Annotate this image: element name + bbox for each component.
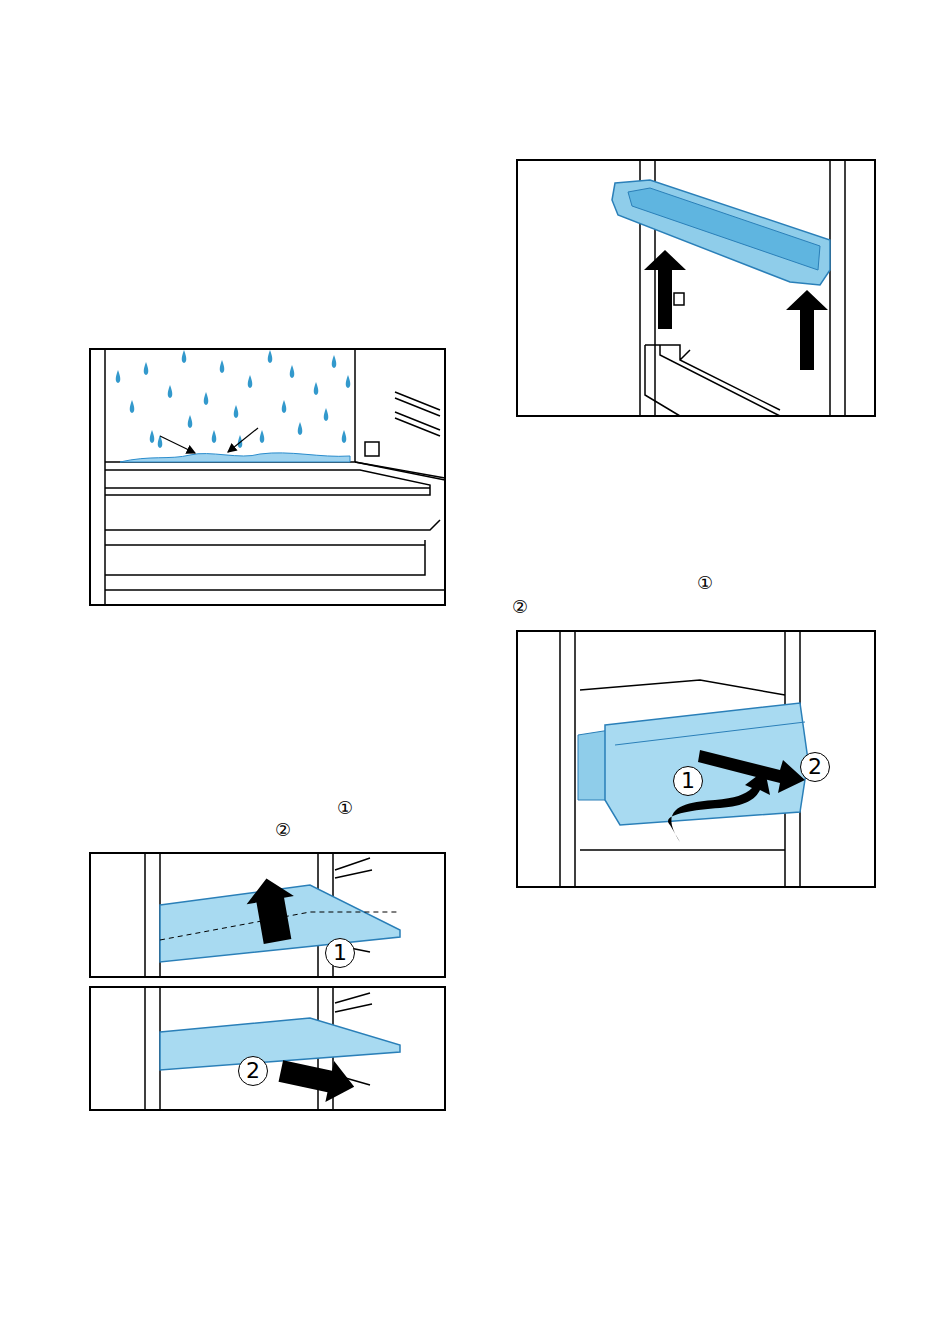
water-drop bbox=[260, 430, 265, 443]
water-drop bbox=[150, 430, 155, 443]
water-drop bbox=[290, 365, 295, 378]
water-drop bbox=[212, 430, 217, 443]
water-drop bbox=[116, 370, 121, 383]
water-drop bbox=[204, 392, 209, 405]
callout-number: ① bbox=[337, 799, 353, 817]
water-drop bbox=[314, 382, 319, 395]
callout-number: ① bbox=[697, 574, 713, 592]
water-drop bbox=[130, 400, 135, 413]
water-drop bbox=[332, 355, 337, 368]
water-drop bbox=[234, 405, 239, 418]
water-drop bbox=[182, 350, 187, 363]
callout-number: ② bbox=[275, 821, 291, 839]
water-drop bbox=[324, 408, 329, 421]
callout-number: 1 bbox=[673, 766, 703, 796]
water-drop bbox=[342, 430, 347, 443]
callout-number: 2 bbox=[800, 752, 830, 782]
callout-number: 1 bbox=[325, 938, 355, 968]
water-drop bbox=[268, 350, 273, 363]
water-drop bbox=[298, 422, 303, 435]
water-drop bbox=[346, 375, 351, 388]
callout-number: 2 bbox=[238, 1056, 268, 1086]
water-drop bbox=[144, 362, 149, 375]
water-drop bbox=[168, 385, 173, 398]
water-drop bbox=[188, 415, 193, 428]
water-drop bbox=[220, 360, 225, 373]
water-drop bbox=[248, 375, 253, 388]
callout-number: ② bbox=[512, 598, 528, 616]
water-drop bbox=[282, 400, 287, 413]
